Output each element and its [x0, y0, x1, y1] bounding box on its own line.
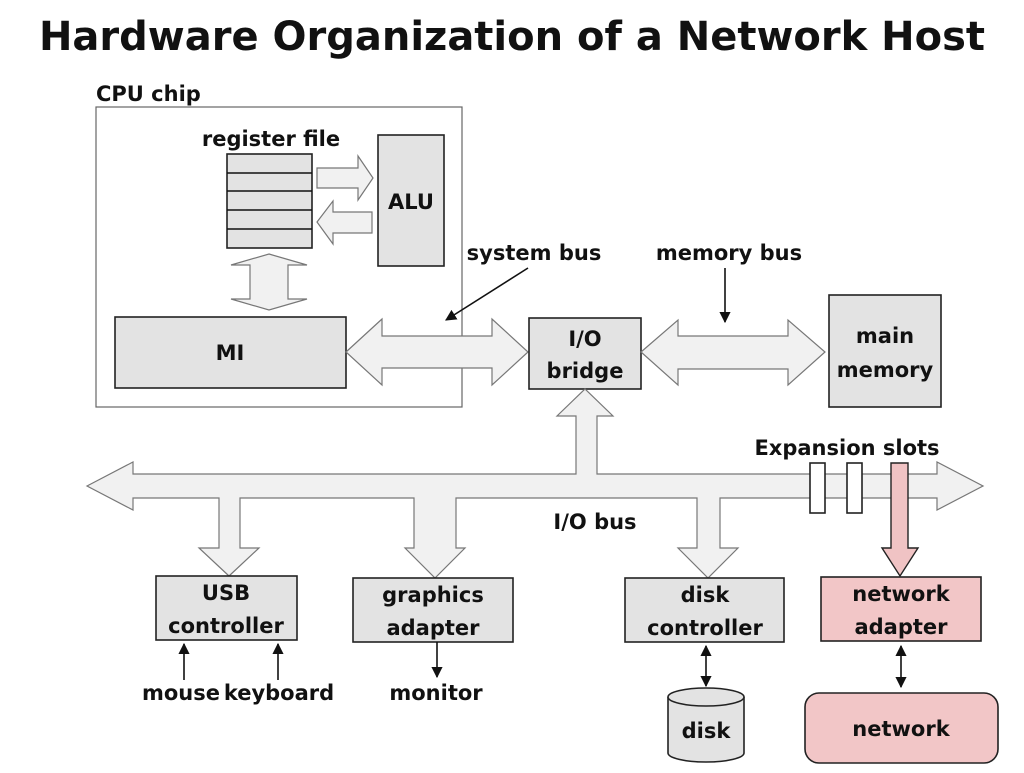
alu-box: [377, 134, 445, 267]
expansion-slot-2: [846, 462, 863, 514]
mi-box: [114, 316, 347, 389]
disk-controller-label-line1: disk: [681, 583, 731, 607]
cpu-chip: [95, 106, 463, 408]
diagram-title: Hardware Organization of a Network Host: [39, 14, 985, 60]
memory-bus-label: memory bus: [656, 241, 802, 265]
register-file-label: register file: [202, 127, 340, 151]
network-adapter-label-line1: network: [852, 582, 950, 606]
usb-controller-label-line2: controller: [168, 614, 284, 638]
graphics-adapter-label-line2: adapter: [386, 616, 480, 640]
io-bus-arrow: [85, 388, 985, 579]
usb-controller-label-line1: USB: [202, 581, 250, 605]
usb-controller-box: [155, 575, 298, 641]
io-bridge-label-line1: I/O: [568, 327, 601, 351]
io-bus-label: I/O bus: [553, 510, 636, 534]
alu-to-regfile-arrow: [316, 199, 373, 246]
disk-controller-label-line2: controller: [647, 616, 763, 640]
main-memory-label-line2: memory: [837, 358, 934, 382]
graphics-adapter-label-line1: graphics: [382, 583, 484, 607]
network-box: [804, 692, 999, 764]
alu-label: ALU: [388, 190, 434, 214]
network-adapter-slot-arrow: [880, 462, 920, 578]
io-bridge-box: [528, 317, 642, 390]
regfile-to-alu-arrow: [316, 154, 374, 202]
graphics-adapter-box: [352, 577, 514, 643]
expansion-slots-label: Expansion slots: [754, 436, 939, 460]
main-memory-label-line1: main: [856, 324, 914, 348]
system-bus-arrow: [345, 317, 529, 387]
disk-cylinder: [667, 687, 745, 763]
main-memory-box: [828, 294, 942, 408]
regfile-mi-arrow: [230, 253, 308, 311]
io-bridge-label-line2: bridge: [547, 359, 624, 383]
mouse-label: mouse: [142, 681, 220, 705]
expansion-slot-1: [809, 462, 826, 514]
disk-controller-box: [624, 577, 785, 643]
disk-label: disk: [682, 719, 732, 743]
register-file: [226, 153, 313, 249]
network-adapter-box: [820, 576, 982, 642]
system-bus-pointer: [445, 267, 529, 321]
network-label: network: [852, 717, 950, 741]
mi-label: MI: [216, 341, 245, 365]
keyboard-label: keyboard: [224, 681, 334, 705]
network-adapter-label-line2: adapter: [854, 615, 948, 639]
memory-bus-arrow: [640, 318, 826, 387]
monitor-label: monitor: [389, 681, 483, 705]
system-bus-label: system bus: [467, 241, 602, 265]
cpu-chip-label: CPU chip: [96, 82, 201, 106]
